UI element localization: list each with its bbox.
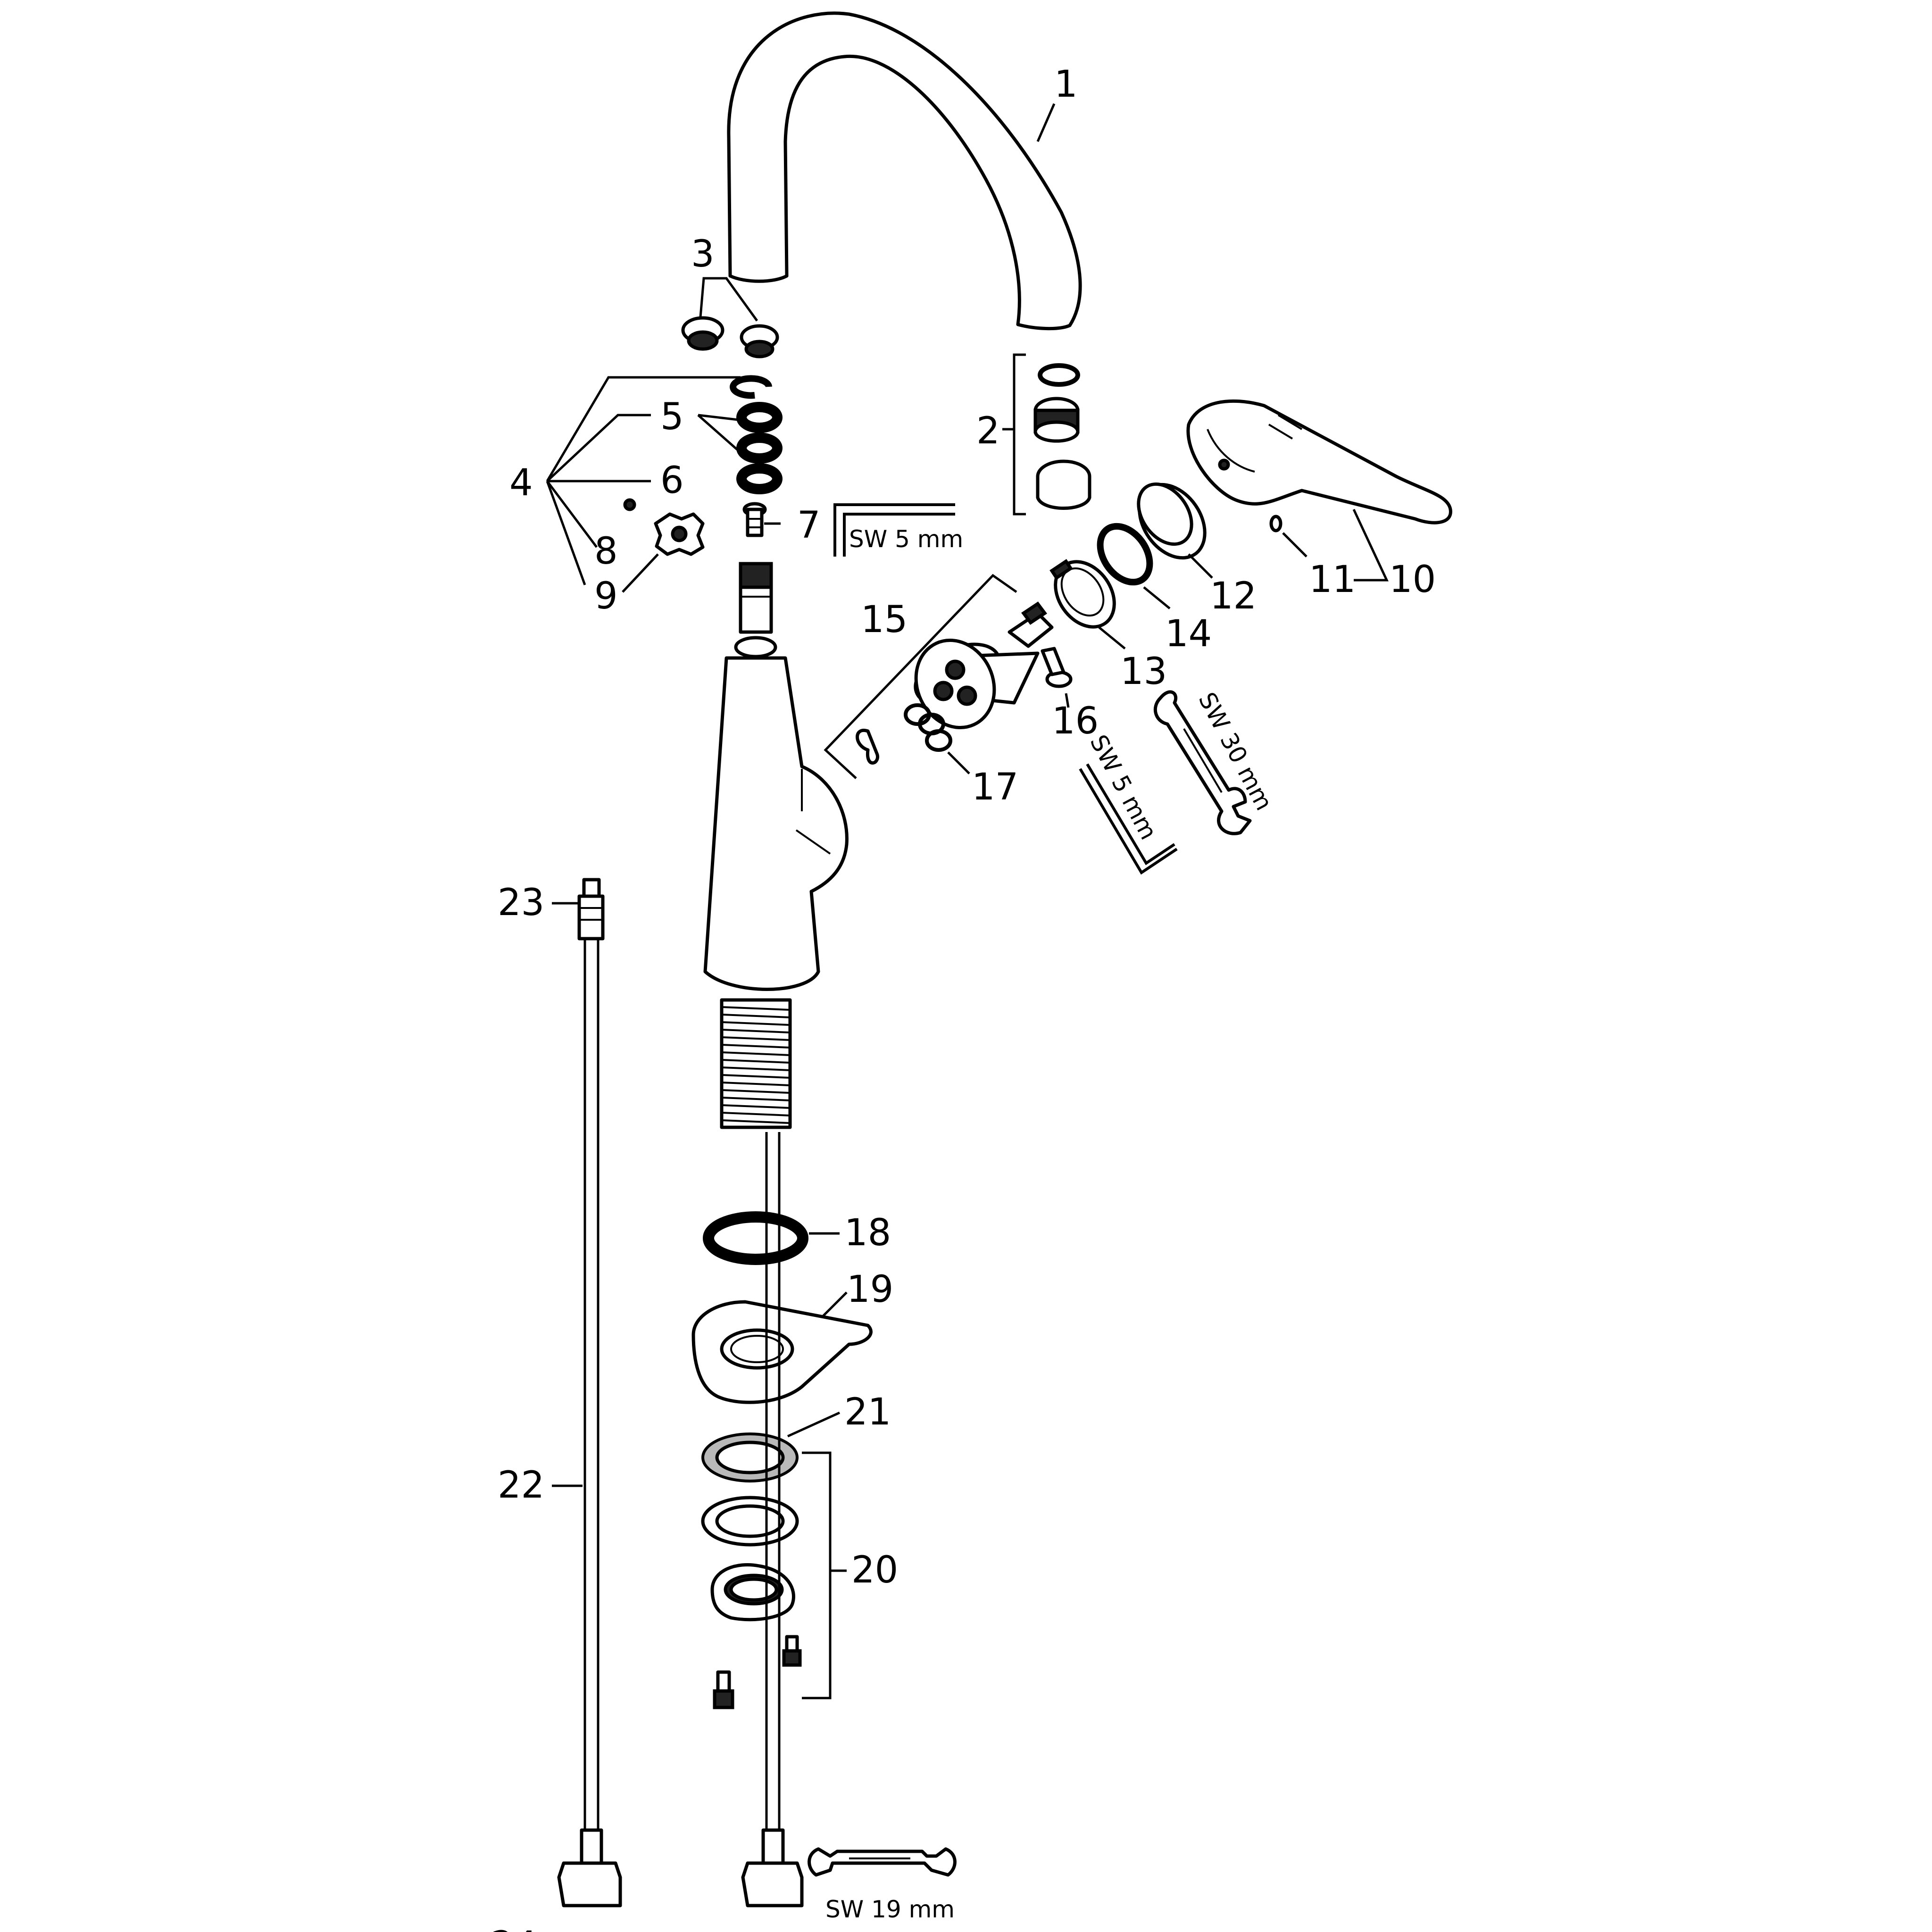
thread-line [721,1082,791,1086]
thread-line [721,1097,791,1101]
allen-key-icon [833,503,955,557]
callout-14: 14 [1165,613,1212,655]
part-central-hose [741,1132,804,1907]
leader-4b [546,414,651,482]
leader-5b [698,414,739,421]
thread-line [721,1104,791,1109]
open-end-wrench-icon [808,1847,957,1877]
thread-line [721,1014,791,1018]
callout-13: 13 [1120,650,1167,693]
thread-line [721,1029,791,1033]
thread-line [721,1119,791,1124]
leader-3 [699,277,758,322]
leader-13 [1098,626,1126,650]
bracket-20 [802,1451,832,1699]
callout-8: 8 [594,530,618,573]
leader-1 [1036,103,1056,142]
leader-9 [546,481,586,585]
part-23-hose-fitting [577,878,605,941]
callout-23: 23 [498,882,544,924]
part-20-bolts [713,1635,802,1709]
thread-line [721,1074,791,1079]
part-hose-connector [734,562,777,658]
thread-line [721,1051,791,1056]
part-3-fittings [681,316,779,358]
part-faucet-body [703,656,849,1129]
callout-5: 5 [660,396,684,438]
leader-9b [622,553,659,593]
open-end-wrench-icon [1153,690,1252,835]
callout-20: 20 [851,1549,898,1591]
tool-label-hex-key-top: SW 5 mm [849,525,963,553]
thread-line [721,1036,791,1041]
leader-12 [1188,553,1213,579]
part-21-washer [701,1432,799,1482]
part-15-cartridge [914,601,1054,729]
part-13-nut [1049,559,1116,629]
callout-19: 19 [847,1268,893,1311]
leader-8 [546,480,598,548]
callout-12: 12 [1210,575,1257,617]
leader-16 [1065,693,1070,708]
part-16-screw [1041,647,1073,688]
callout-15: 15 [861,599,908,641]
tool-label-wrench-hose: SW 19 mm [825,1896,955,1923]
part-20-bracket-nut [710,1563,795,1622]
callout-24: 24 [491,1924,537,1932]
callout-21: 21 [844,1391,891,1433]
callout-16: 16 [1052,700,1099,742]
part-2-aerator [1033,363,1091,510]
thread-line [721,1006,791,1011]
leader-10 [1352,508,1389,582]
part-14-oring [1097,523,1153,586]
leader-21 [787,1411,841,1438]
part-10-lever-handle [1186,399,1452,525]
leader-4a [546,376,741,482]
thread-line [721,1089,791,1094]
thread-line [721,1059,791,1064]
thread-lines [721,1006,791,1124]
callout-11: 11 [1309,558,1356,601]
part-24-washer [557,1828,622,1907]
callout-17: 17 [972,766,1018,808]
callout-9: 9 [594,575,618,617]
callout-4: 4 [509,462,533,504]
part-17-seals [904,703,952,752]
thread-line [721,1066,791,1071]
thread-line [721,1021,791,1026]
part-clip-17 [856,728,880,765]
allen-key-icon [1079,763,1178,875]
callout-3: 3 [691,233,715,275]
part-19-mounting-plate [691,1300,873,1404]
callout-10: 10 [1389,558,1436,601]
part-9-cam [654,512,705,556]
part-clip [730,375,772,399]
thread-line [721,1044,791,1049]
thread-line [721,1112,791,1116]
part-22-supply-hose [583,939,600,1830]
callout-18: 18 [844,1212,891,1254]
callout-2: 2 [976,410,1000,452]
callout-6: 6 [660,459,684,502]
callout-22: 22 [498,1464,544,1507]
part-18-gasket [703,1211,808,1265]
leader-14 [1143,586,1171,609]
leader-17 [947,751,970,774]
part-1-spout [727,11,1082,331]
leader-19 [822,1291,848,1317]
leader-5 [697,414,739,451]
bracket-15 [824,574,1017,779]
part-7-screw [742,502,767,537]
part-8-grub-screw [623,498,636,511]
leader-11 [1282,532,1307,558]
part-5-orings [736,402,783,494]
callout-1: 1 [1054,63,1078,106]
bracket-2 [1013,353,1026,516]
callout-7: 7 [797,504,821,547]
part-11-cap [1269,515,1282,533]
part-20-washer [701,1496,799,1547]
part-12-cover-cap [1137,482,1207,560]
